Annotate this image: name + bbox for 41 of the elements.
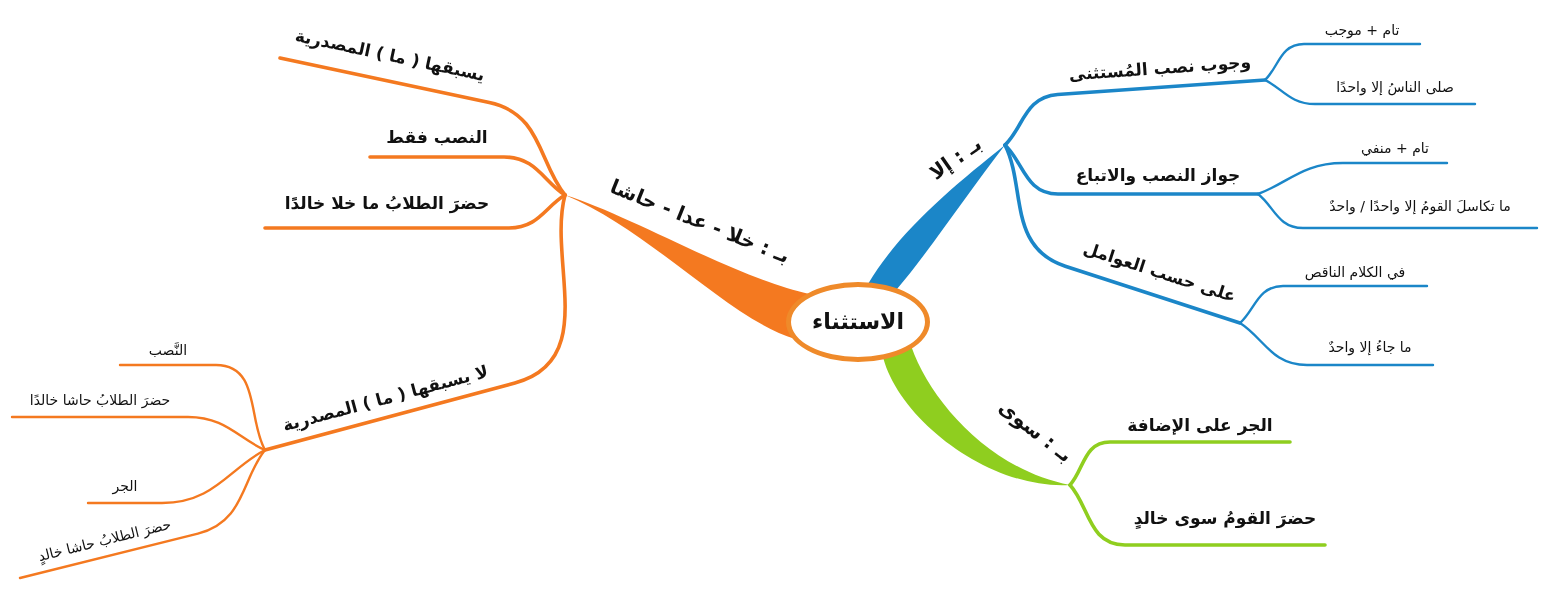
branch-label: ما جاءُ إلا واحدٌ bbox=[1328, 338, 1412, 356]
branch-label: حضرَ القومُ سوى خالدٍ bbox=[1133, 507, 1317, 529]
branch-line bbox=[1003, 143, 1242, 325]
branch-label: في الكلام الناقص bbox=[1304, 263, 1406, 281]
branch-label: النَّصب bbox=[148, 341, 188, 359]
branch-label: النصب فقط bbox=[386, 126, 488, 148]
branch-label: الجر bbox=[112, 477, 138, 495]
branch-label: حضرَ الطلابُ ما خلا خالدًا bbox=[284, 192, 490, 214]
branch-line bbox=[368, 155, 567, 197]
branch-line bbox=[1263, 42, 1422, 82]
branch-line bbox=[1068, 483, 1327, 547]
branch-line bbox=[263, 193, 567, 452]
branch-line bbox=[1263, 78, 1477, 106]
branch-label: تام + موجب bbox=[1324, 21, 1400, 39]
branch-label: حضرَ الطلابُ حاشا خالدًا bbox=[29, 391, 171, 409]
branch-line bbox=[1068, 440, 1292, 487]
branch-line bbox=[18, 448, 267, 580]
branch-line bbox=[118, 363, 267, 452]
branch-label: بـ : سوى bbox=[994, 394, 1078, 468]
branch-band bbox=[565, 195, 810, 339]
branch-label: وجوب نصب المُستثنى bbox=[1068, 51, 1252, 85]
branch-label: على حسب العوامل bbox=[1081, 237, 1239, 307]
branch-label: بـ : خلا - عدا - حاشا bbox=[606, 174, 794, 268]
branch-label: جواز النصب والاتباع bbox=[1075, 164, 1241, 186]
branch-label: ما تكاسلَ القومُ إلا واحدًا / واحدٌ bbox=[1329, 197, 1511, 215]
branch-line bbox=[10, 415, 267, 452]
branch-line bbox=[1238, 284, 1429, 325]
branch-line bbox=[1238, 321, 1435, 367]
branch-label: بـ : إلا bbox=[924, 131, 986, 185]
branch-label: الجر على الإضافة bbox=[1127, 414, 1273, 436]
branch-label: حضرَ الطلابُ حاشا خالدٍ bbox=[36, 515, 174, 565]
branch-line bbox=[1256, 192, 1539, 230]
branch-label: يسبقها ( ما ) المصدرية bbox=[293, 24, 487, 86]
branch-label: صلى الناسُ إلا واحدًا bbox=[1336, 78, 1454, 96]
branch-line bbox=[1003, 78, 1267, 147]
topic-ellipse: الاستثناء bbox=[786, 282, 930, 362]
branch-label: تام + منفي bbox=[1361, 139, 1429, 157]
branch-band bbox=[868, 145, 1005, 290]
branch-line bbox=[1256, 161, 1449, 196]
branch-label: لا يسبقها ( ما ) المصدرية bbox=[280, 360, 490, 436]
branch-band bbox=[883, 346, 1070, 485]
